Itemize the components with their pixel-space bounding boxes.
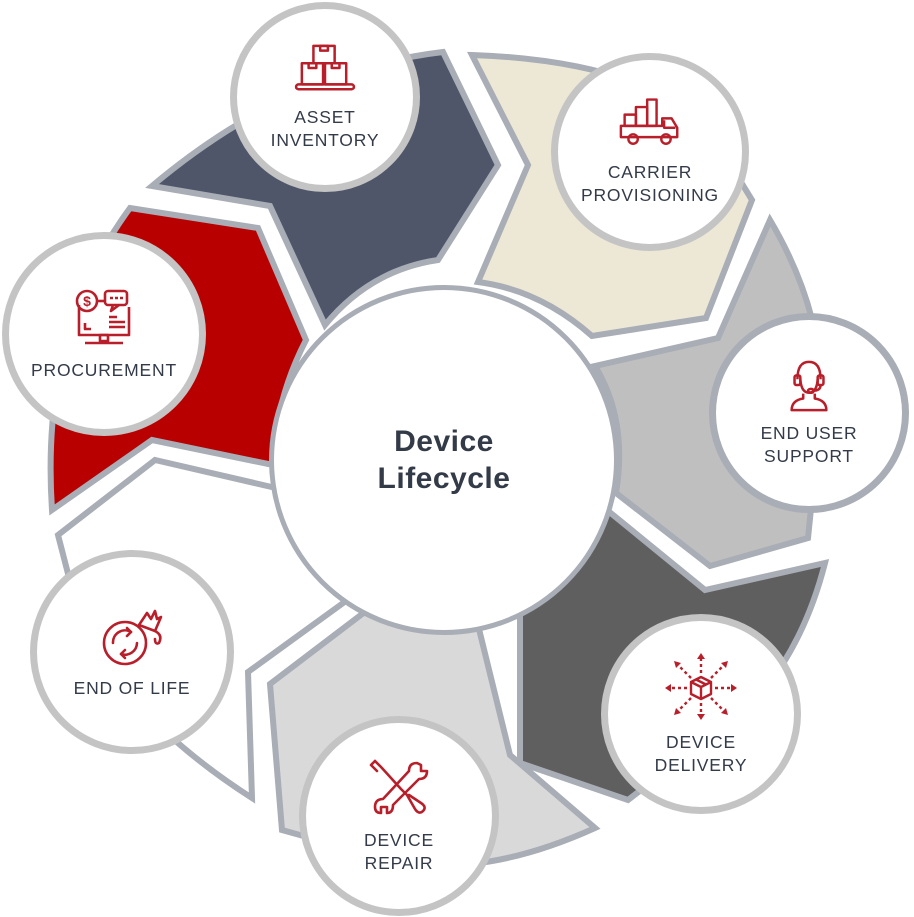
stage-device-delivery[interactable]: DEVICE DELIVERY [601,614,801,814]
stage-end-user-support[interactable]: END USER SUPPORT [709,313,909,513]
computer-payment-icon: $ [71,287,137,349]
wrench-screwdriver-icon [367,757,431,819]
delivery-truck-icon [619,97,681,151]
stage-label-line1: ASSET [294,107,356,127]
stage-asset-inventory[interactable]: ASSET INVENTORY [230,2,420,192]
stacked-boxes-icon [294,42,356,96]
stage-label-line2: REPAIR [364,853,434,873]
box-distribution-icon [661,651,741,721]
svg-text:$: $ [83,293,91,309]
stage-label-line1: DEVICE [666,732,736,752]
stage-label-line1: END OF LIFE [73,677,191,698]
diagram-title-line2: Lifecycle [377,462,511,495]
stage-label-line1: CARRIER [607,162,693,182]
stage-label-line2: PROVISIONING [581,185,719,205]
recycle-bag-icon [99,605,165,667]
stage-carrier-provisioning[interactable]: CARRIER PROVISIONING [551,53,749,251]
stage-label-line2: INVENTORY [270,130,380,150]
stage-label-line2: DELIVERY [654,755,748,775]
stage-label-line1: END USER [760,423,858,443]
stage-label-line2: SUPPORT [764,446,854,466]
stage-label-line1: DEVICE [364,830,434,850]
stage-label-line1: PROCUREMENT [31,359,177,380]
stage-end-of-life[interactable]: END OF LIFE [30,550,234,754]
stage-device-repair[interactable]: DEVICE REPAIR [299,716,499,916]
center-circle: Device Lifecycle [274,290,614,630]
stage-procurement[interactable]: $ PROCUREMENT [2,232,206,436]
headset-agent-icon [778,358,840,412]
diagram-title-line1: Device [394,425,494,458]
